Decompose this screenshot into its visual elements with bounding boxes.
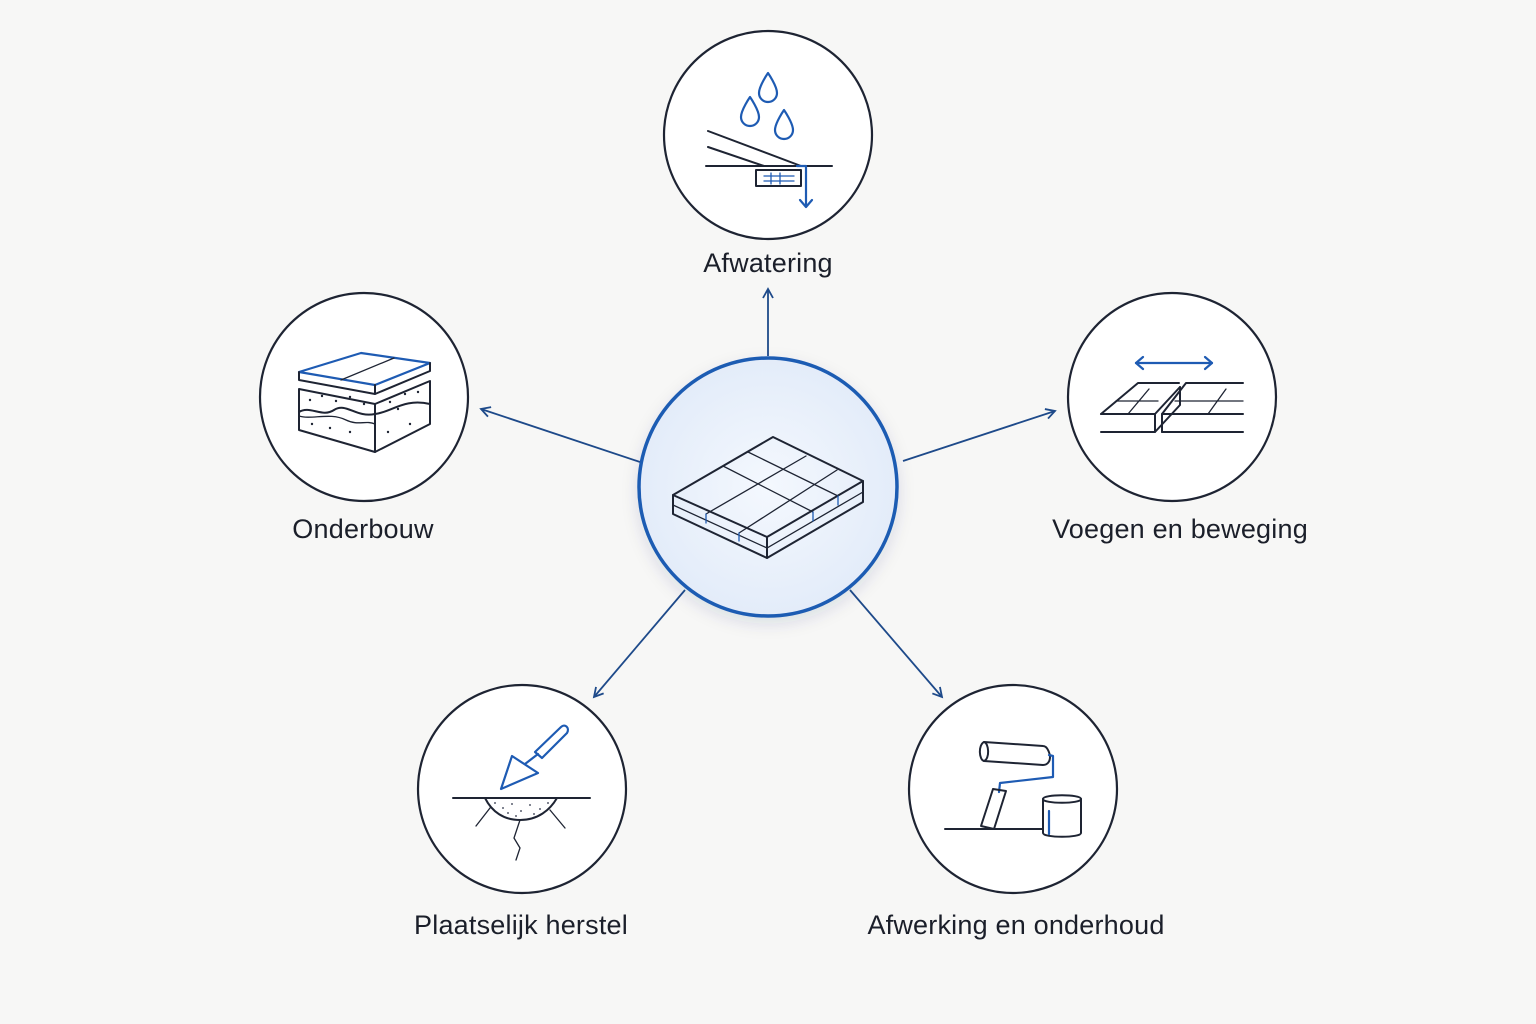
node-afwerking <box>907 683 1119 895</box>
trowel-repair-icon <box>452 724 591 861</box>
label-onderbouw: Onderbouw <box>292 514 434 544</box>
label-herstel: Plaatselijk herstel <box>414 910 628 940</box>
node-herstel <box>416 683 628 895</box>
label-voegen: Voegen en beweging <box>1052 514 1308 544</box>
label-afwatering: Afwatering <box>703 248 833 278</box>
drainage-icon <box>705 71 833 209</box>
filler-dots <box>494 802 549 817</box>
connector-onderbouw <box>479 406 641 463</box>
node-afwatering <box>662 29 874 241</box>
node-voegen <box>1066 291 1278 503</box>
node-onderbouw <box>258 291 470 503</box>
connectors <box>479 287 1057 699</box>
label-afwerking: Afwerking en onderhoud <box>867 910 1165 940</box>
connector-herstel <box>592 589 686 699</box>
center-node <box>637 356 899 618</box>
paving-slab-icon <box>672 436 864 559</box>
gravel-dots <box>308 390 420 434</box>
connector-voegen <box>902 408 1057 462</box>
connector-afwerking <box>849 589 944 699</box>
paint-roller-icon <box>944 741 1082 838</box>
substructure-layers-icon <box>297 351 432 453</box>
expansion-joint-icon <box>1100 355 1244 433</box>
